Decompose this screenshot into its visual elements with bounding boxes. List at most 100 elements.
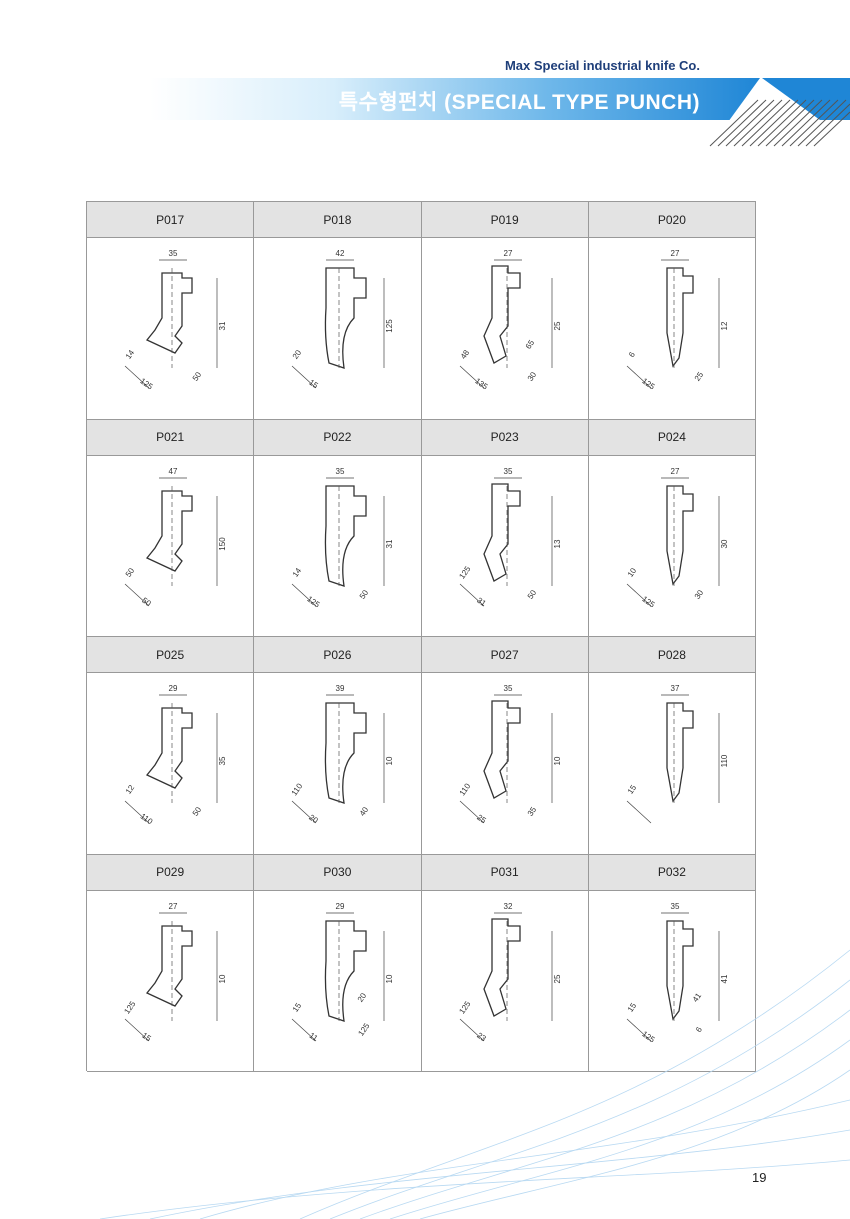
punch-profile-shape [325, 919, 367, 1022]
punch-code: P020 [588, 202, 756, 238]
punch-code: P030 [254, 854, 422, 891]
dimension-label: 27 [670, 467, 679, 476]
punch-profile-shape [325, 702, 367, 804]
dimension-label: 125 [640, 376, 657, 391]
punch-profile-shape [145, 707, 193, 789]
dimension-label: 39 [336, 684, 345, 693]
dimension-label: 35 [525, 805, 538, 818]
punch-profile-shape [482, 265, 521, 364]
punch-code: P019 [421, 202, 589, 238]
dimension-label: 12 [720, 321, 729, 330]
dimension-label: 37 [670, 684, 679, 693]
dimension-label: 125 [306, 594, 323, 609]
dimension-label: 20 [291, 348, 304, 361]
punch-code: P026 [254, 637, 422, 673]
punch-code: P027 [421, 637, 589, 673]
dimension-label: 50 [124, 565, 137, 578]
dimension-label: 6 [694, 1024, 704, 1033]
dimension-label: 41 [720, 974, 729, 983]
punch-code: P029 [87, 854, 255, 891]
dimension-label: 50 [191, 805, 204, 818]
dimension-label: 12 [124, 783, 137, 796]
punch-code: P032 [588, 854, 756, 891]
dimension-label: 25 [553, 974, 562, 983]
dimension-label: 15 [307, 378, 320, 391]
punch-profile-shape [666, 919, 694, 1021]
dimension-label: 135 [473, 376, 490, 391]
dimension-label: 10 [218, 974, 227, 983]
punch-code: P031 [421, 854, 589, 891]
dimension-label: 25 [553, 321, 562, 330]
dimension-label: 35 [503, 467, 512, 476]
punch-code: P023 [421, 419, 589, 456]
dimension-label: 50 [358, 587, 371, 600]
dimension-label: 20 [307, 813, 320, 826]
dimension-label: 32 [503, 902, 512, 911]
dimension-label: 6 [627, 350, 637, 359]
dimension-label: 27 [670, 249, 679, 258]
dimension-label: 25 [475, 813, 488, 826]
dimension-label: 31 [218, 321, 227, 330]
punch-profile-shape [482, 700, 521, 799]
dimension-label: 110 [139, 812, 155, 827]
punch-code: P021 [87, 419, 255, 456]
angle-dimension-line [292, 583, 317, 606]
dimension-label: 27 [169, 902, 178, 911]
angle-dimension-line [626, 583, 651, 606]
dimension-label: 10 [625, 565, 638, 578]
dimension-label: 40 [358, 805, 371, 818]
dimension-label: 15 [625, 783, 638, 796]
angle-dimension-line [124, 1018, 150, 1041]
hatch-decoration [709, 78, 850, 147]
dimension-label: 10 [553, 756, 562, 765]
dimension-label: 35 [169, 249, 178, 258]
dimension-label: 48 [458, 348, 471, 361]
dimension-label: 50 [140, 595, 153, 608]
dimension-label: 125 [640, 594, 657, 609]
dimension-label: 150 [218, 536, 227, 550]
dimension-label: 65 [523, 338, 536, 351]
angle-dimension-line [459, 365, 484, 389]
punch-code: P024 [588, 419, 756, 456]
page-title: 특수형펀치 (SPECIAL TYPE PUNCH) [338, 91, 700, 114]
punch-profile-shape [666, 267, 694, 368]
dimension-label: 42 [336, 249, 345, 258]
wave-decoration [99, 949, 850, 1219]
dimension-label: 30 [525, 370, 538, 383]
angle-dimension-line [626, 1018, 651, 1041]
dimension-label: 35 [503, 684, 512, 693]
angle-dimension-line [459, 583, 484, 606]
angle-dimension-line [292, 1018, 317, 1041]
angle-dimension-line [124, 583, 150, 606]
punch-profile-shape [325, 484, 367, 587]
angle-dimension-line [459, 800, 484, 824]
dimension-label: 30 [692, 587, 705, 600]
angle-dimension-line [626, 800, 651, 824]
punch-profile-shape [482, 917, 521, 1017]
dimension-label: 29 [336, 902, 345, 911]
company-name: Max Special industrial knife Co. [504, 58, 700, 73]
